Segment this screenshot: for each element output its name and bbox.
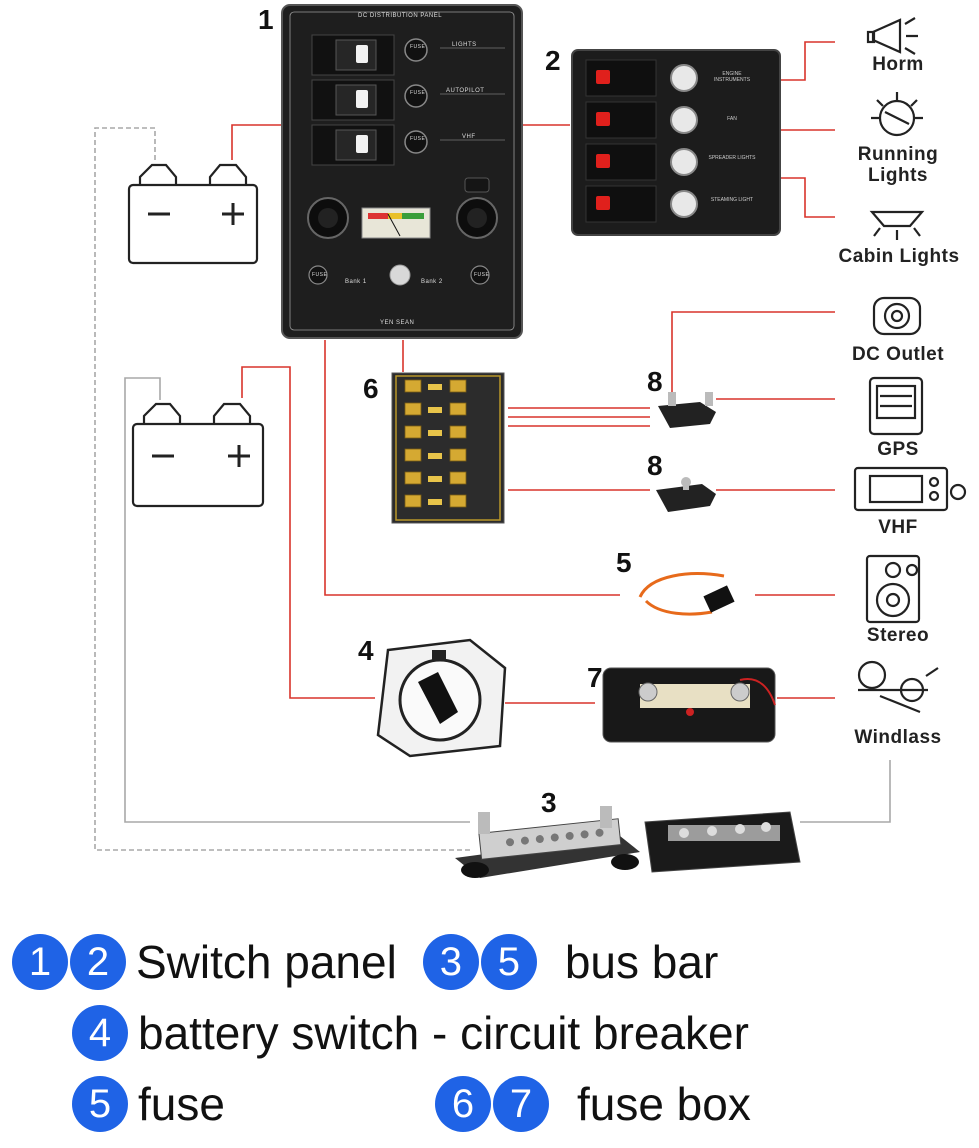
badge-1: 1 bbox=[12, 934, 68, 990]
vhf-label: VHF bbox=[878, 517, 918, 538]
label-3: 3 bbox=[541, 787, 557, 818]
gps-label: GPS bbox=[877, 439, 919, 460]
switch-label-fan: FAN bbox=[727, 116, 737, 122]
bank-2-label: Bank 2 bbox=[421, 279, 443, 285]
rocker-switch[interactable] bbox=[585, 101, 657, 139]
terminal-stud bbox=[658, 392, 716, 428]
badge-3: 3 bbox=[422, 934, 479, 990]
fuse-label: FUSE bbox=[410, 44, 426, 50]
legend-fuse: fuse bbox=[138, 1078, 225, 1130]
stereo-label: Stereo bbox=[866, 625, 930, 646]
switch-label-vhf: VHF bbox=[462, 134, 476, 140]
legend-row-3: 5 fuse 6 7 fuse box bbox=[72, 1076, 751, 1132]
horn-icon bbox=[866, 17, 918, 55]
legend-bus-bar: bus bar bbox=[564, 936, 719, 988]
running-lights-label: Lights bbox=[868, 165, 928, 186]
legend-row-1: 1 2 Switch panel 3 5 bus bar bbox=[12, 934, 718, 990]
bus-bar bbox=[644, 811, 801, 873]
fuse-holder bbox=[404, 84, 428, 108]
bus-bar bbox=[455, 806, 640, 878]
switch-label-steaming-light: STEAMING LIGHT bbox=[710, 197, 754, 203]
label-2: 2 bbox=[545, 45, 561, 76]
cabin-lights-label: Cabin Lights bbox=[838, 246, 960, 267]
windlass-icon bbox=[857, 660, 939, 714]
rocker-switch[interactable] bbox=[311, 34, 395, 76]
windlass-label: Windlass bbox=[854, 727, 942, 748]
gps-icon bbox=[868, 376, 924, 436]
label-4: 4 bbox=[358, 635, 374, 666]
label-6: 6 bbox=[363, 373, 379, 404]
rocker-switch[interactable] bbox=[311, 79, 395, 121]
panel-header: DC DISTRIBUTION PANEL bbox=[358, 13, 443, 19]
fuse-holder bbox=[404, 38, 428, 62]
label-5: 5 bbox=[616, 547, 632, 578]
label-1: 1 bbox=[258, 4, 274, 35]
label-7: 7 bbox=[587, 662, 603, 693]
bank-1-label: Bank 1 bbox=[345, 279, 367, 285]
fuse-label: FUSE bbox=[474, 272, 490, 278]
badge-4: 4 bbox=[72, 1005, 128, 1061]
positive-wires bbox=[231, 41, 835, 704]
legend-row-2: 4 battery switch - circuit breaker bbox=[72, 1005, 749, 1061]
terminal-stud bbox=[656, 477, 716, 512]
negative-wires bbox=[94, 127, 891, 851]
rocker-switch[interactable] bbox=[311, 124, 395, 166]
bank-selector[interactable] bbox=[389, 264, 411, 286]
speaker-icon bbox=[865, 554, 921, 624]
legend-battery-switch: battery switch - circuit breaker bbox=[138, 1007, 749, 1059]
battery-icon bbox=[131, 402, 265, 508]
switch-panel-1 bbox=[281, 4, 523, 339]
brand-label: YEN SEAN bbox=[380, 320, 415, 326]
switch-label-lights: LIGHTS bbox=[452, 42, 477, 48]
battery-icon bbox=[127, 163, 259, 265]
legend-switch-panel: Switch panel bbox=[136, 936, 397, 988]
horn-label: Horm bbox=[872, 54, 924, 75]
badge-2: 2 bbox=[70, 934, 126, 990]
lamp-icon bbox=[871, 92, 923, 137]
anl-fuse-holder bbox=[602, 667, 776, 743]
fuse-box bbox=[391, 372, 505, 524]
socket-icon bbox=[872, 296, 922, 336]
dc-outlet-label: DC Outlet bbox=[851, 344, 945, 365]
inline-fuse bbox=[638, 572, 735, 616]
fuse-label: FUSE bbox=[410, 136, 426, 142]
running-lights-label: Running bbox=[857, 144, 939, 165]
label-8: 8 bbox=[647, 450, 663, 481]
switch-label-autopilot: AUTOPILOT bbox=[446, 88, 485, 94]
badge-5: 5 bbox=[480, 934, 537, 990]
fuse-label: FUSE bbox=[410, 90, 426, 96]
fuse-label: FUSE bbox=[312, 272, 328, 278]
label-8: 8 bbox=[647, 366, 663, 397]
rocker-switch[interactable] bbox=[585, 143, 657, 181]
switch-label-spreader-lights: SPREADER LIGHTS bbox=[708, 155, 756, 161]
rocker-switch[interactable] bbox=[585, 59, 657, 97]
radio-icon bbox=[853, 466, 967, 512]
wiring-lines bbox=[94, 4, 967, 878]
fuse-holder bbox=[404, 130, 428, 154]
switch-label-engine-instruments: ENGINE INSTRUMENTS bbox=[713, 71, 751, 83]
legend-fuse-box: fuse box bbox=[576, 1078, 751, 1130]
ceiling-lamp-icon bbox=[869, 210, 925, 240]
badge-7: 7 bbox=[492, 1076, 549, 1132]
battery-switch[interactable] bbox=[376, 638, 507, 758]
switch-panel-2 bbox=[571, 49, 781, 236]
badge-6: 6 bbox=[434, 1076, 491, 1132]
battery-meter bbox=[361, 207, 431, 239]
rocker-switch[interactable] bbox=[585, 185, 657, 223]
badge-5: 5 bbox=[72, 1076, 128, 1132]
